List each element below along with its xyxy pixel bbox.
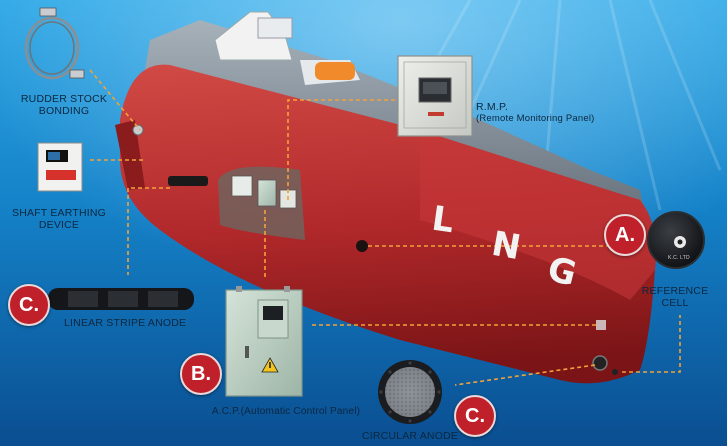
acp-cabinet [225,286,303,397]
rudder-stock-bonding-label: RUDDER STOCK BONDING [14,93,114,117]
reference-label-line2: CELL [661,297,689,309]
hull-circular-anode [592,355,608,371]
shaft-label-line1: SHAFT EARTHING [11,207,106,219]
reference-cell [647,211,705,269]
rmp-panel [397,55,473,137]
hull-anode-port [356,240,368,252]
hull-reference-port [612,369,618,375]
badge-a: A. [604,214,646,256]
rmp-label: R.M.P. (Remote Monitoring Panel) [476,101,595,125]
connectors [89,69,681,386]
rudder-bonding-cable [24,7,85,80]
rudder [115,120,145,190]
shaft-earthing-device-label: SHAFT EARTHING DEVICE [4,207,114,231]
reference-cell-label: REFERENCE CELL [640,285,710,309]
linear-stripe-anode [48,288,194,310]
rmp-title: R.M.P. [476,101,508,113]
circular-anode [378,360,442,424]
hull-linear-anode [168,176,208,186]
shaft-label-line2: DEVICE [38,219,80,231]
hull [120,64,656,384]
acp-label: A.C.P.(Automatic Control Panel) [211,406,361,417]
linear-stripe-anode-label: LINEAR STRIPE ANODE [64,317,187,329]
hull-acp-port [596,320,606,330]
lifeboat [315,62,355,80]
badge-c-circular: C. [454,395,496,437]
rudder-label-line1: RUDDER STOCK [20,93,108,105]
rmp-subtitle: (Remote Monitoring Panel) [476,113,595,124]
circular-anode-label: CIRCULAR ANODE [361,430,459,442]
shaft-earthing-device [37,142,83,192]
ship [115,11,656,384]
badge-b: B. [180,353,222,395]
badge-c-linear: C. [8,284,50,326]
reference-label-line1: REFERENCE [641,285,709,297]
rudder-label-line2: BONDING [38,105,90,117]
reference-cell-brand: K.C. LTD [668,255,690,261]
